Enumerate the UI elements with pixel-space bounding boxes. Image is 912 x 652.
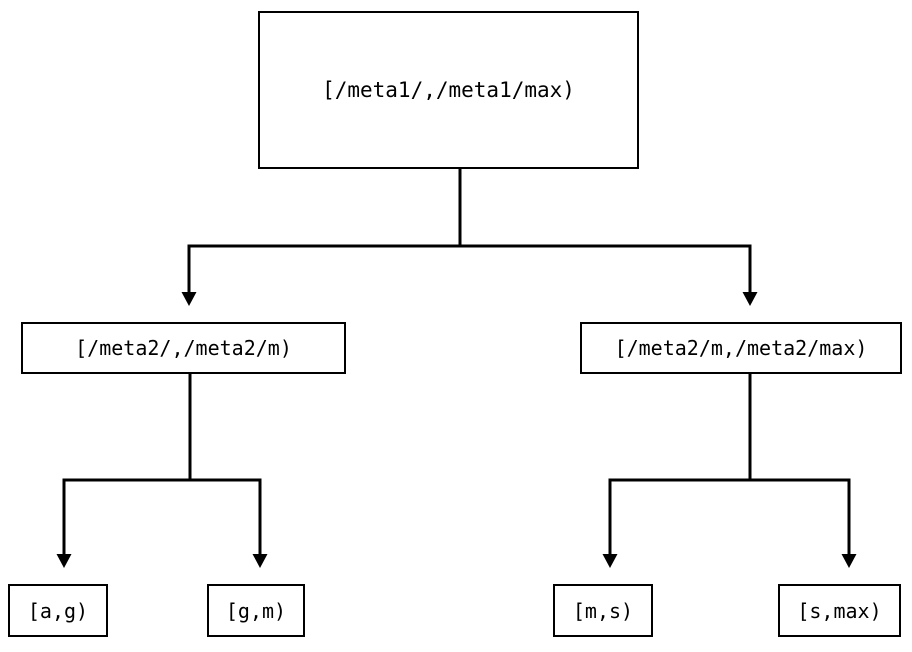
tree-node-label: [/meta2/m,/meta2/max) [614, 336, 868, 360]
arrowhead-icon [252, 554, 268, 568]
tree-node-leaf-smax[interactable]: [s,max) [778, 584, 901, 637]
tree-node-mid-left[interactable]: [/meta2/,/meta2/m) [21, 322, 346, 374]
edge-midright-ms [602, 374, 752, 568]
tree-node-leaf-gm[interactable]: [g,m) [207, 584, 305, 637]
arrowhead-icon [602, 554, 618, 568]
edge-midleft-ag [56, 374, 192, 568]
tree-node-leaf-ms[interactable]: [m,s) [553, 584, 653, 637]
edge-midleft-gm [190, 478, 268, 568]
arrowhead-icon [841, 554, 857, 568]
tree-node-label: [g,m) [225, 598, 287, 623]
tree-node-mid-right[interactable]: [/meta2/m,/meta2/max) [580, 322, 902, 374]
arrowhead-icon [56, 554, 72, 568]
edge-midright-smax [750, 478, 857, 568]
arrowhead-icon [181, 292, 197, 306]
arrowhead-icon [742, 292, 758, 306]
tree-node-label: [a,g) [27, 598, 89, 623]
tree-node-label: [m,s) [572, 598, 634, 623]
tree-node-label: [/meta1/,/meta1/max) [322, 78, 575, 102]
tree-node-root[interactable]: [/meta1/,/meta1/max) [258, 11, 639, 169]
edge-root-midright [460, 244, 758, 306]
tree-node-label: [/meta2/,/meta2/m) [75, 336, 292, 360]
tree-node-leaf-ag[interactable]: [a,g) [8, 584, 108, 637]
tree-node-label: [s,max) [797, 598, 882, 623]
edge-root-midleft [181, 169, 462, 306]
